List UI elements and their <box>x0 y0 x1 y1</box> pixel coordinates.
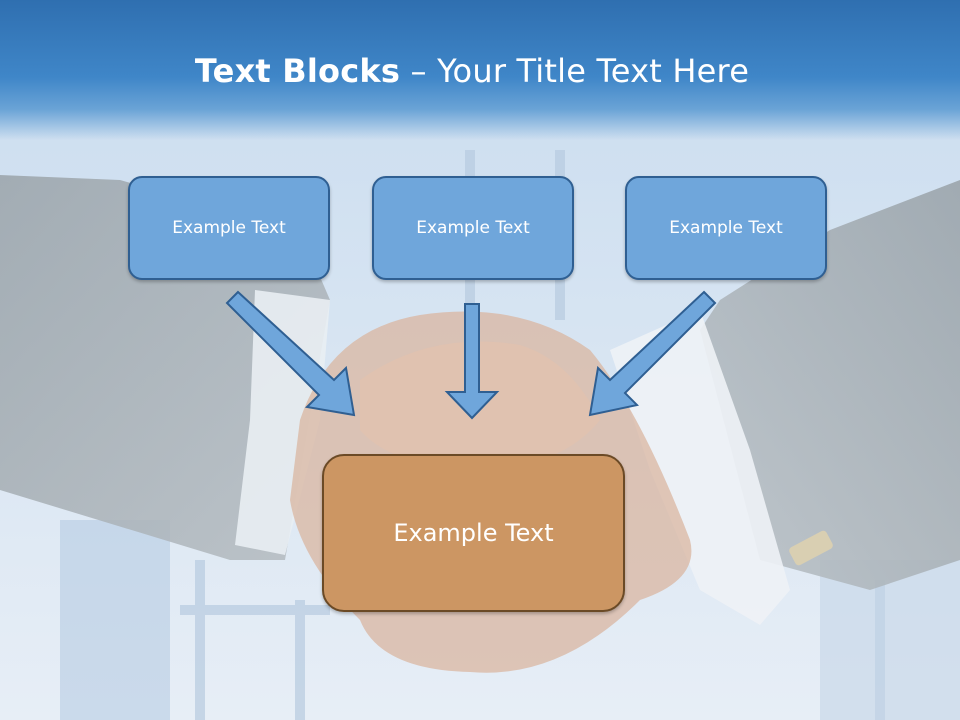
center-result-block[interactable]: Example Text <box>322 454 625 612</box>
title-rest: Your Title Text Here <box>437 52 750 90</box>
title-band <box>0 0 960 140</box>
arrow-down <box>444 303 500 420</box>
slide-title: Text Blocks – Your Title Text Here <box>0 52 944 90</box>
text-block-center[interactable]: Example Text <box>372 176 574 280</box>
text-block-center-label: Example Text <box>416 218 530 238</box>
text-block-right-label: Example Text <box>669 218 783 238</box>
center-result-label: Example Text <box>393 519 554 547</box>
title-bold-part: Text Blocks <box>194 52 401 90</box>
text-block-left[interactable]: Example Text <box>128 176 330 280</box>
arrow-right-diagonal <box>588 290 717 417</box>
title-dash: – <box>400 52 438 90</box>
text-block-right[interactable]: Example Text <box>625 176 827 280</box>
arrow-left-diagonal <box>225 290 356 417</box>
text-block-left-label: Example Text <box>172 218 286 238</box>
